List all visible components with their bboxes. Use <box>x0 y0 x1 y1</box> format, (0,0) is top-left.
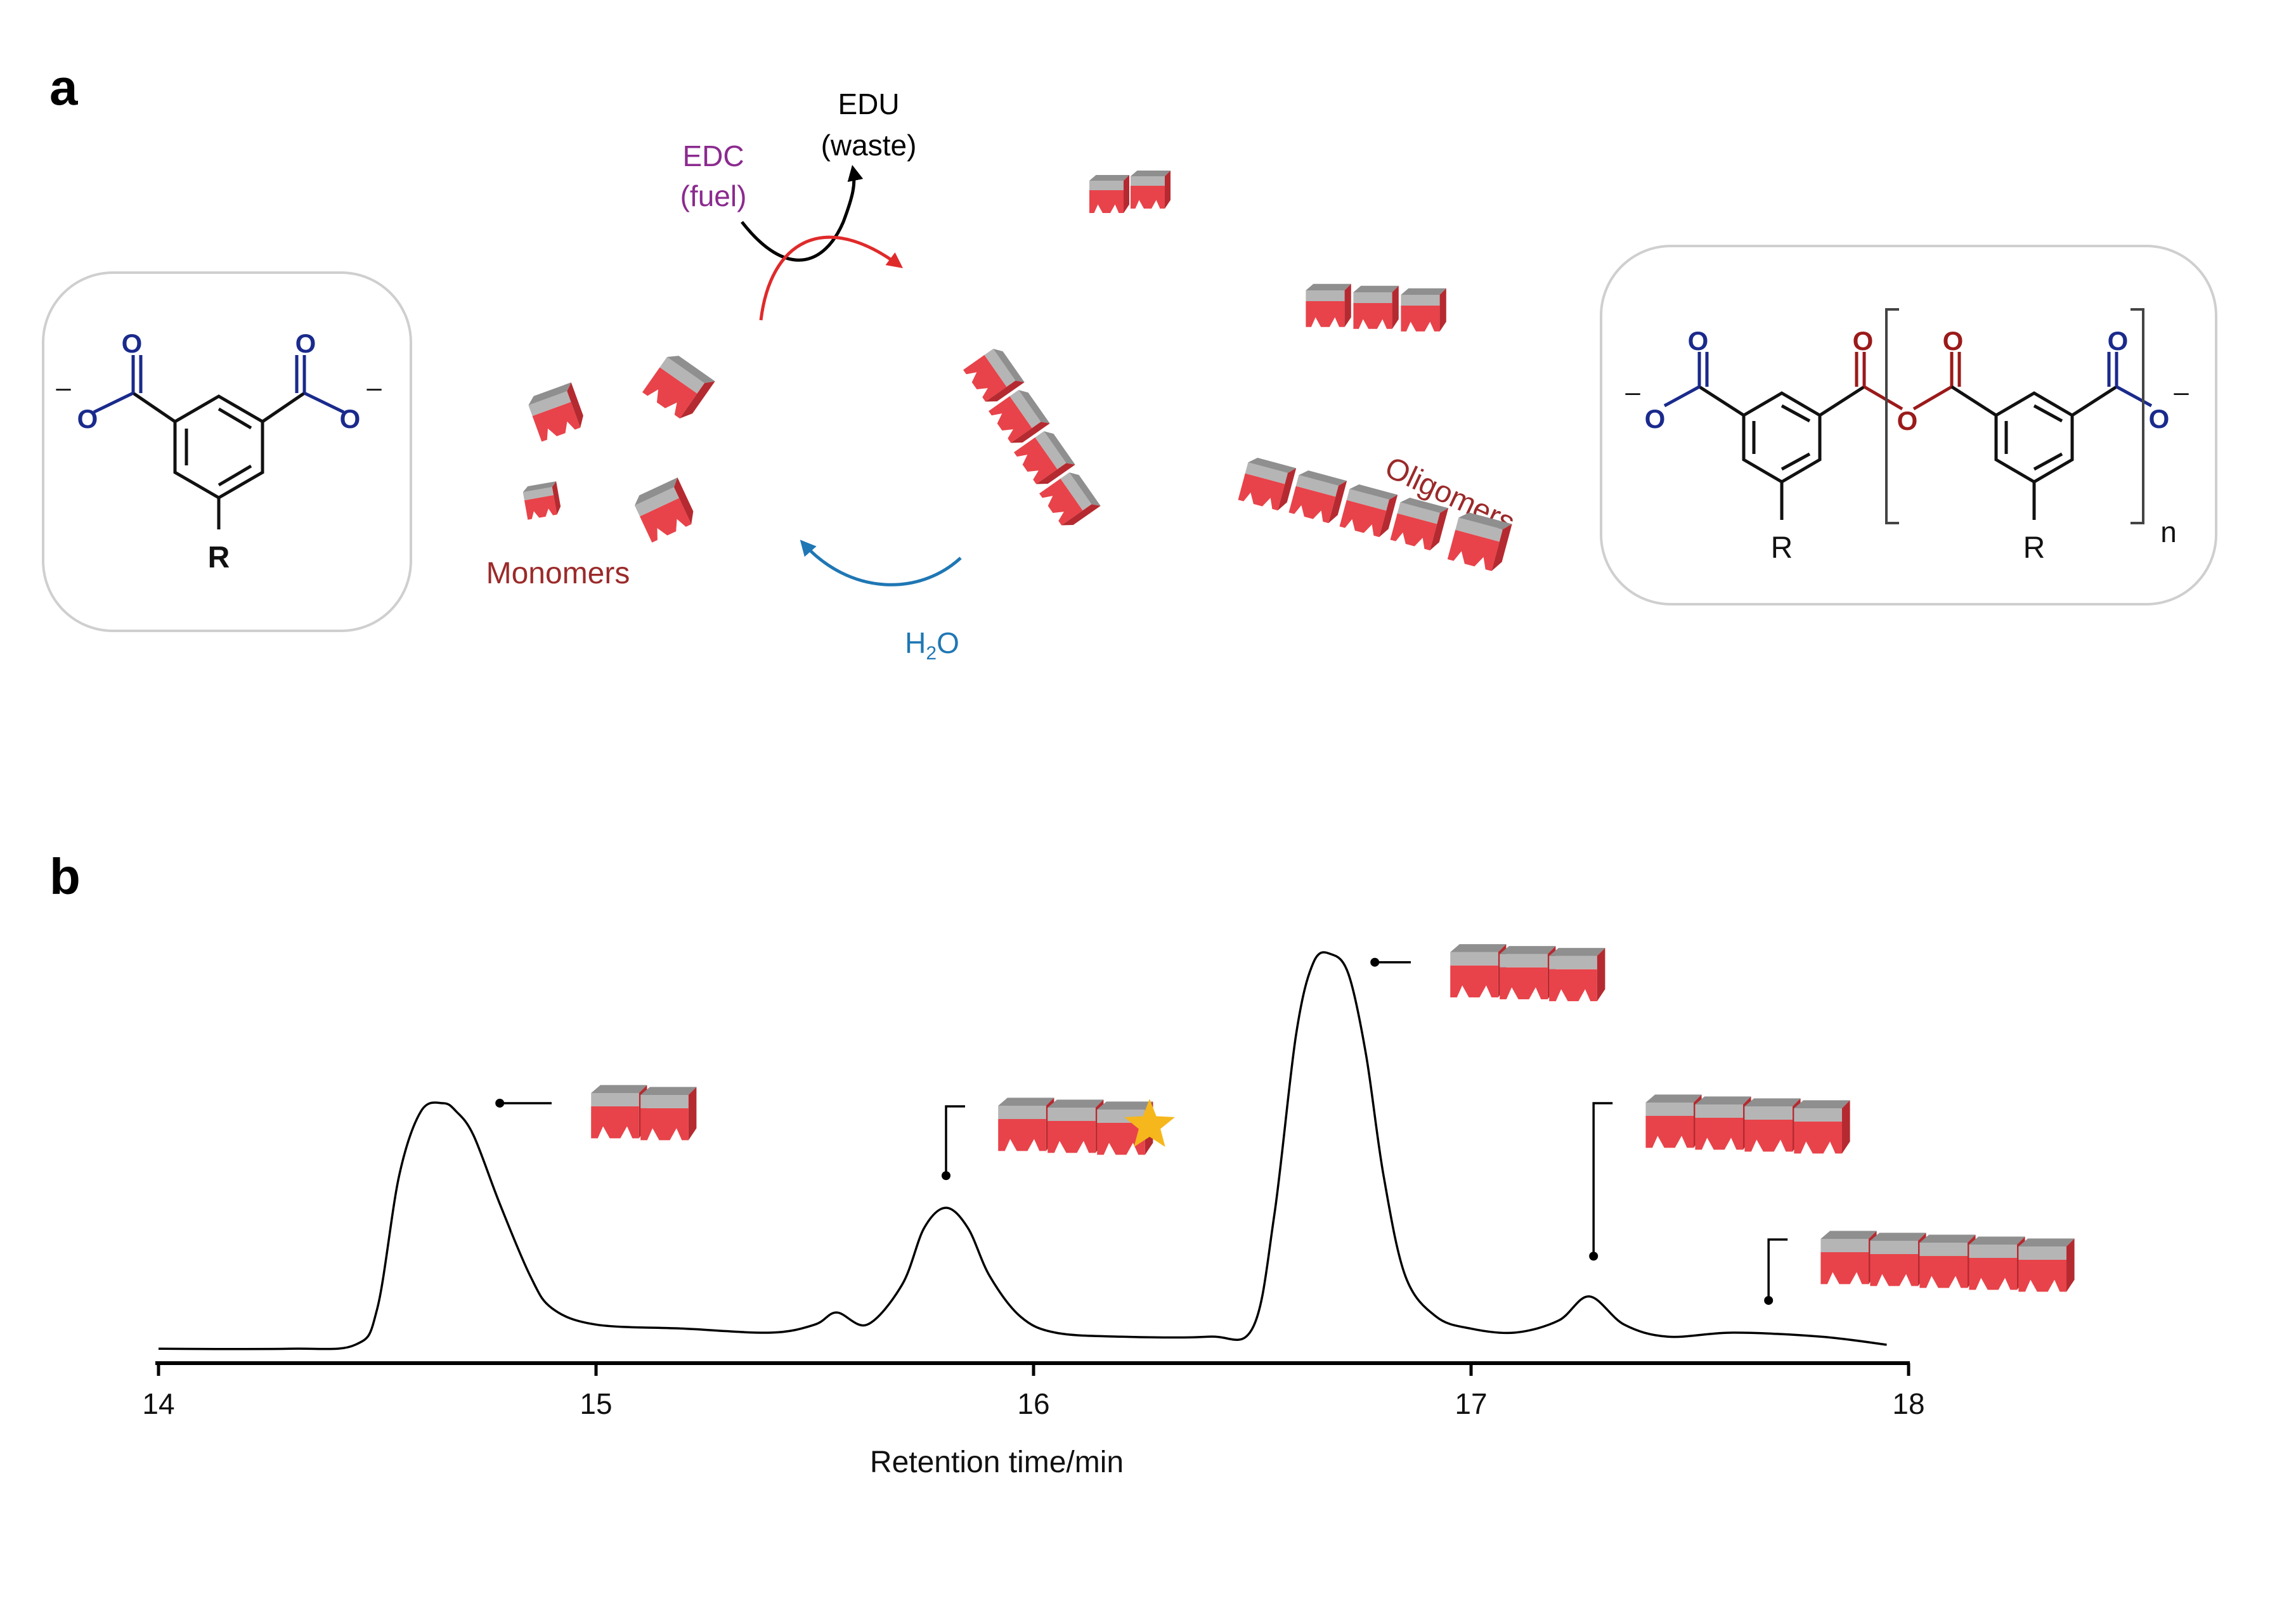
o-side-right: O <box>340 404 361 434</box>
trimer-block-2 <box>1353 285 1399 329</box>
o-r2: O <box>1645 404 1666 434</box>
monomer-block-4 <box>632 477 698 543</box>
o-r1: O <box>1688 326 1709 356</box>
oligomer-block <box>1744 1098 1801 1152</box>
structure-right: R O O – O O O R O O – n <box>1600 245 2217 605</box>
r-label-left: R <box>1771 531 1793 565</box>
benzene-ring <box>173 394 264 500</box>
annotation-leader <box>945 1105 965 1176</box>
r-group-label: R <box>208 541 230 574</box>
oligomer-block <box>1549 948 1605 1002</box>
waste-label-2: (waste) <box>821 129 917 162</box>
r-label-right: R <box>2023 531 2046 565</box>
x-tick-label: 18 <box>1892 1387 1924 1420</box>
oligomer-block <box>2018 1238 2075 1292</box>
dimer-block-1 <box>1089 175 1129 213</box>
monomer-block-1 <box>526 382 587 442</box>
monomer-block-2 <box>642 351 715 423</box>
fuel-label-2: (fuel) <box>680 179 747 212</box>
x-tick-label: 16 <box>1017 1387 1049 1420</box>
oligomer-block <box>1870 1233 1926 1286</box>
minus-right: – <box>366 372 382 402</box>
trimer-block-1 <box>1306 283 1351 327</box>
x-tick-label: 17 <box>1455 1387 1487 1420</box>
oligomer-block <box>998 1097 1054 1151</box>
oligomer-block <box>1645 1094 1702 1148</box>
repeat-bracket-right <box>2131 308 2144 524</box>
oligomer-block <box>1969 1236 2025 1290</box>
pentamer-block-1 <box>1238 455 1297 512</box>
oligomer-block <box>1695 1096 1751 1150</box>
panel-a-label: a <box>49 59 78 115</box>
chromatogram-chart: 14 15 16 17 18 Retention time/min <box>142 944 2075 1479</box>
water-label: H2O <box>905 626 959 664</box>
o-r4: O <box>1897 406 1918 436</box>
fuel-label-1: EDC <box>682 139 744 172</box>
minus-left: – <box>56 372 71 402</box>
x-axis-label: Retention time/min <box>870 1446 1124 1479</box>
pentamer-block-2 <box>1288 468 1347 525</box>
repeat-bracket-left <box>1885 308 1899 524</box>
o-side-left: O <box>77 404 98 434</box>
minus-r-left: – <box>1625 377 1640 406</box>
x-tick-label: 14 <box>142 1387 174 1420</box>
oligomer-block <box>591 1085 647 1139</box>
hydrolysis-arrow <box>800 540 962 586</box>
o-r3: O <box>1853 326 1874 356</box>
o-r6: O <box>2108 326 2129 356</box>
monomers-label: Monomers <box>486 557 630 590</box>
peak-annotations <box>495 944 2075 1305</box>
activation-arrow <box>759 235 904 321</box>
monomer-block-3 <box>522 481 562 520</box>
annotation-leader <box>1767 1238 1788 1301</box>
pentamer-block-3 <box>1339 482 1398 539</box>
dimer-block-2 <box>1131 171 1171 209</box>
oligomer-block <box>1820 1231 1877 1285</box>
x-tick-label: 15 <box>580 1387 612 1420</box>
star-icon <box>1124 1099 1175 1147</box>
o-top-left: O <box>122 328 143 358</box>
oligomer-block <box>1919 1234 1976 1288</box>
o-r5: O <box>1943 326 1964 356</box>
oligomer-block <box>640 1087 697 1141</box>
x-ticks: 14 15 16 17 18 <box>142 1363 1925 1420</box>
annotation-leader <box>1592 1102 1613 1257</box>
structure-left-frame <box>42 271 412 632</box>
oligomer-block <box>1047 1099 1104 1153</box>
trimer-block-3 <box>1401 288 1446 332</box>
repeat-n: n <box>2160 515 2177 548</box>
oligomer-block <box>1500 946 1556 1000</box>
waste-label-1: EDU <box>838 87 899 120</box>
o-top-right: O <box>295 328 316 358</box>
reaction-cycle: EDC (fuel) EDU (waste) H2O Monomers Olig… <box>486 87 1520 664</box>
panel-b-label: b <box>49 848 81 905</box>
o-r7: O <box>2149 404 2170 434</box>
oligomer-block <box>1794 1100 1850 1154</box>
chromatogram-trace <box>158 951 1887 1350</box>
structure-right-frame <box>1600 245 2217 605</box>
structure-left: R O O – O O – <box>42 271 412 632</box>
minus-r-right: – <box>2174 377 2189 406</box>
oligomer-block <box>1450 944 1507 998</box>
